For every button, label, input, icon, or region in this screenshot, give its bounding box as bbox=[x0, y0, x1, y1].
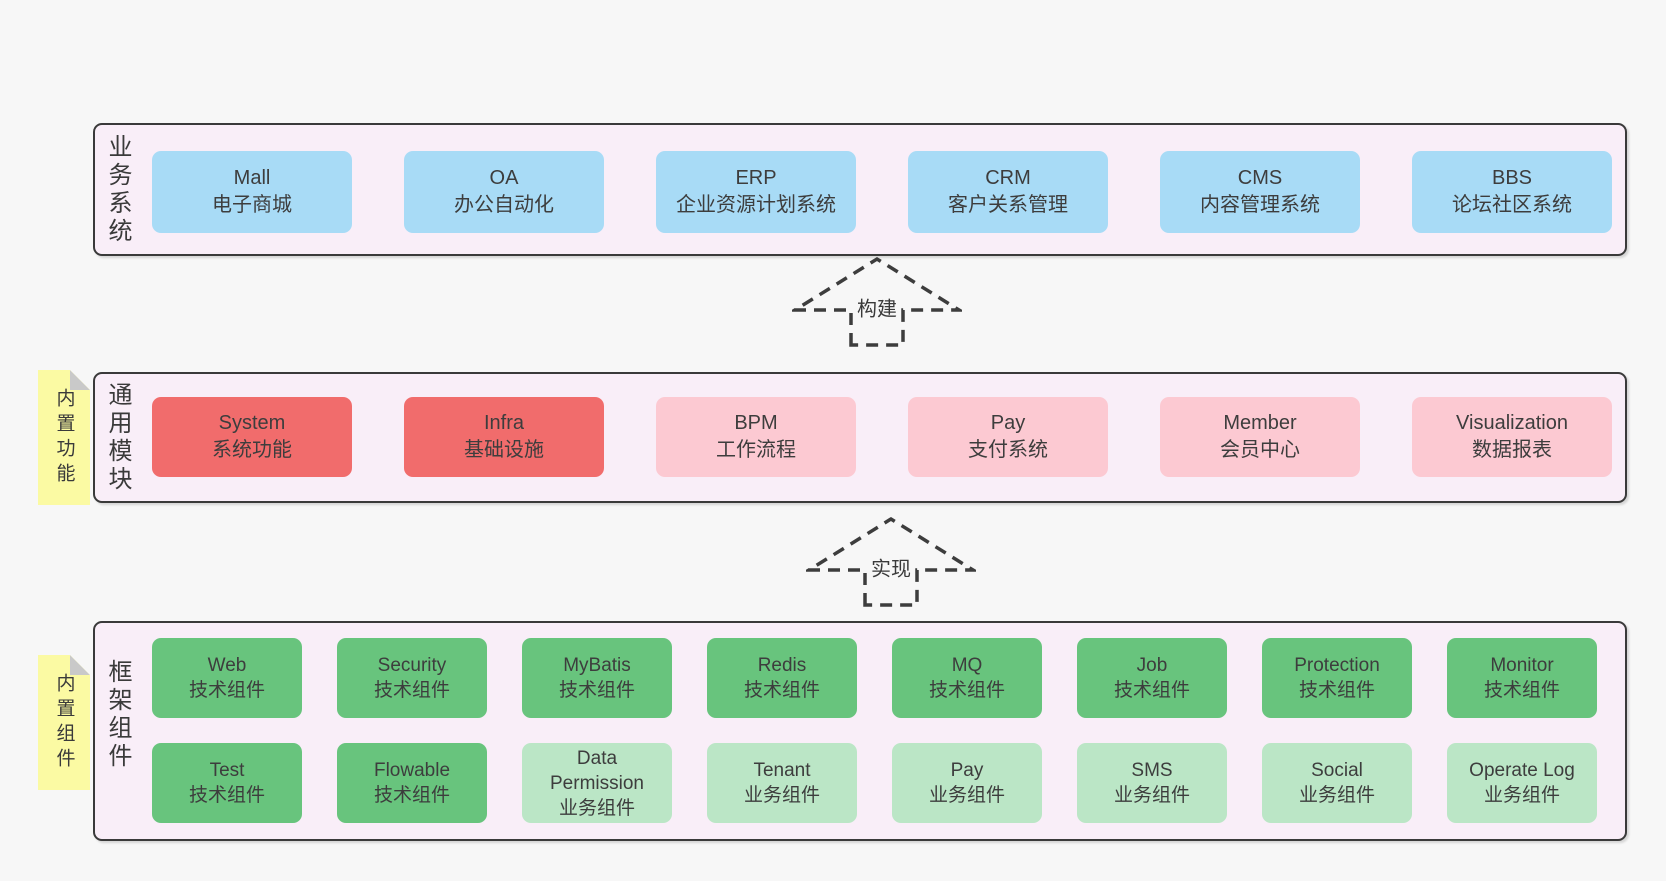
up-arrow-icon bbox=[792, 256, 962, 347]
box-erp-en: ERP bbox=[735, 167, 777, 189]
box-monitor: Monitor 技术组件 bbox=[1447, 638, 1597, 718]
box-pay-cn: 支付系统 bbox=[968, 439, 1048, 461]
box-mq-cn: 技术组件 bbox=[928, 680, 1005, 701]
box-operate-log: Operate Log 业务组件 bbox=[1447, 743, 1597, 823]
box-sms-en: SMS bbox=[1131, 760, 1173, 781]
box-sms-cn: 业务组件 bbox=[1113, 785, 1190, 806]
band-common-modules-label: 通用模块 bbox=[104, 382, 131, 494]
box-web: Web 技术组件 bbox=[152, 638, 302, 718]
box-infra: Infra 基础设施 bbox=[404, 397, 604, 477]
box-bbs-en: BBS bbox=[1491, 167, 1533, 189]
box-member-cn: 会员中心 bbox=[1220, 439, 1300, 461]
box-redis-en: Redis bbox=[757, 655, 807, 676]
box-bpm-cn: 工作流程 bbox=[716, 439, 796, 461]
box-monitor-en: Monitor bbox=[1490, 655, 1554, 676]
box-mq-en: MQ bbox=[951, 655, 983, 676]
sticky-built-in-features: 内置功能 bbox=[38, 370, 90, 505]
box-infra-cn: 基础设施 bbox=[464, 439, 544, 461]
arrow-build-label: 构建 bbox=[854, 291, 900, 323]
box-mall-en: Mall bbox=[233, 167, 271, 189]
box-oa-en: OA bbox=[489, 167, 519, 189]
box-operate-log-en: Operate Log bbox=[1469, 760, 1575, 781]
box-tenant-en: Tenant bbox=[753, 760, 811, 781]
box-web-cn: 技术组件 bbox=[188, 680, 265, 701]
box-data-permission: Data Permission 业务组件 bbox=[522, 743, 672, 823]
band-business-systems-label: 业务系统 bbox=[104, 134, 131, 246]
box-social: Social 业务组件 bbox=[1262, 743, 1412, 823]
sticky-fold-icon bbox=[70, 655, 90, 675]
box-test-en: Test bbox=[209, 760, 245, 781]
box-security-cn: 技术组件 bbox=[373, 680, 450, 701]
box-job-en: Job bbox=[1136, 655, 1168, 676]
box-crm-cn: 客户关系管理 bbox=[948, 194, 1068, 216]
box-mall-cn: 电子商城 bbox=[212, 194, 292, 216]
box-oa-cn: 办公自动化 bbox=[454, 194, 554, 216]
box-member: Member 会员中心 bbox=[1160, 397, 1360, 477]
box-tenant: Tenant 业务组件 bbox=[707, 743, 857, 823]
box-job: Job 技术组件 bbox=[1077, 638, 1227, 718]
box-sms: SMS 业务组件 bbox=[1077, 743, 1227, 823]
box-bbs: BBS 论坛社区系统 bbox=[1412, 151, 1612, 233]
box-oa: OA 办公自动化 bbox=[404, 151, 604, 233]
box-security: Security 技术组件 bbox=[337, 638, 487, 718]
sticky-built-in-components: 内置组件 bbox=[38, 655, 90, 790]
box-mybatis: MyBatis 技术组件 bbox=[522, 638, 672, 718]
box-system-en: System bbox=[218, 412, 286, 434]
box-visualization-cn: 数据报表 bbox=[1472, 439, 1552, 461]
box-pay: Pay 支付系统 bbox=[908, 397, 1108, 477]
box-job-cn: 技术组件 bbox=[1113, 680, 1190, 701]
box-bbs-cn: 论坛社区系统 bbox=[1452, 194, 1572, 216]
box-mq: MQ 技术组件 bbox=[892, 638, 1042, 718]
box-infra-en: Infra bbox=[483, 412, 525, 434]
up-block-arrow-build bbox=[792, 256, 962, 348]
up-block-arrow-implement bbox=[806, 516, 976, 608]
box-mybatis-cn: 技术组件 bbox=[558, 680, 635, 701]
box-redis: Redis 技术组件 bbox=[707, 638, 857, 718]
box-tenant-cn: 业务组件 bbox=[743, 785, 820, 806]
box-flowable-cn: 技术组件 bbox=[373, 785, 450, 806]
box-system: System 系统功能 bbox=[152, 397, 352, 477]
box-pay-biz-cn: 业务组件 bbox=[928, 785, 1005, 806]
box-erp: ERP 企业资源计划系统 bbox=[656, 151, 856, 233]
box-protection-cn: 技术组件 bbox=[1298, 680, 1375, 701]
up-arrow-icon bbox=[806, 516, 976, 607]
box-cms-cn: 内容管理系统 bbox=[1200, 194, 1320, 216]
box-redis-cn: 技术组件 bbox=[743, 680, 820, 701]
box-pay-biz: Pay 业务组件 bbox=[892, 743, 1042, 823]
box-protection-en: Protection bbox=[1294, 655, 1380, 676]
box-bpm-en: BPM bbox=[734, 412, 778, 434]
box-data-permission-cn: 业务组件 bbox=[558, 797, 635, 819]
sticky-built-in-components-label: 内置组件 bbox=[53, 672, 75, 773]
box-social-en: Social bbox=[1311, 760, 1363, 781]
sticky-fold-icon bbox=[70, 370, 90, 390]
box-erp-cn: 企业资源计划系统 bbox=[676, 194, 836, 216]
box-pay-biz-en: Pay bbox=[950, 760, 984, 781]
box-flowable-en: Flowable bbox=[373, 760, 451, 781]
box-visualization-en: Visualization bbox=[1456, 412, 1568, 434]
box-bpm: BPM 工作流程 bbox=[656, 397, 856, 477]
box-mybatis-en: MyBatis bbox=[563, 655, 631, 676]
box-social-cn: 业务组件 bbox=[1298, 785, 1375, 806]
band-framework-components-label: 框架组件 bbox=[104, 659, 131, 771]
box-flowable: Flowable 技术组件 bbox=[337, 743, 487, 823]
box-crm: CRM 客户关系管理 bbox=[908, 151, 1108, 233]
box-security-en: Security bbox=[377, 655, 447, 676]
box-web-en: Web bbox=[207, 655, 247, 676]
box-system-cn: 系统功能 bbox=[212, 439, 292, 461]
arrow-implement-label: 实现 bbox=[868, 551, 914, 583]
box-operate-log-cn: 业务组件 bbox=[1483, 785, 1560, 806]
box-data-permission-en: Data Permission bbox=[550, 747, 644, 794]
box-test-cn: 技术组件 bbox=[188, 785, 265, 806]
box-visualization: Visualization 数据报表 bbox=[1412, 397, 1612, 477]
box-crm-en: CRM bbox=[985, 167, 1031, 189]
box-pay-en: Pay bbox=[990, 412, 1026, 434]
box-cms-en: CMS bbox=[1237, 167, 1283, 189]
box-mall: Mall 电子商城 bbox=[152, 151, 352, 233]
sticky-built-in-features-label: 内置功能 bbox=[53, 387, 75, 488]
box-monitor-cn: 技术组件 bbox=[1483, 680, 1560, 701]
box-cms: CMS 内容管理系统 bbox=[1160, 151, 1360, 233]
box-member-en: Member bbox=[1223, 412, 1297, 434]
box-protection: Protection 技术组件 bbox=[1262, 638, 1412, 718]
box-test: Test 技术组件 bbox=[152, 743, 302, 823]
